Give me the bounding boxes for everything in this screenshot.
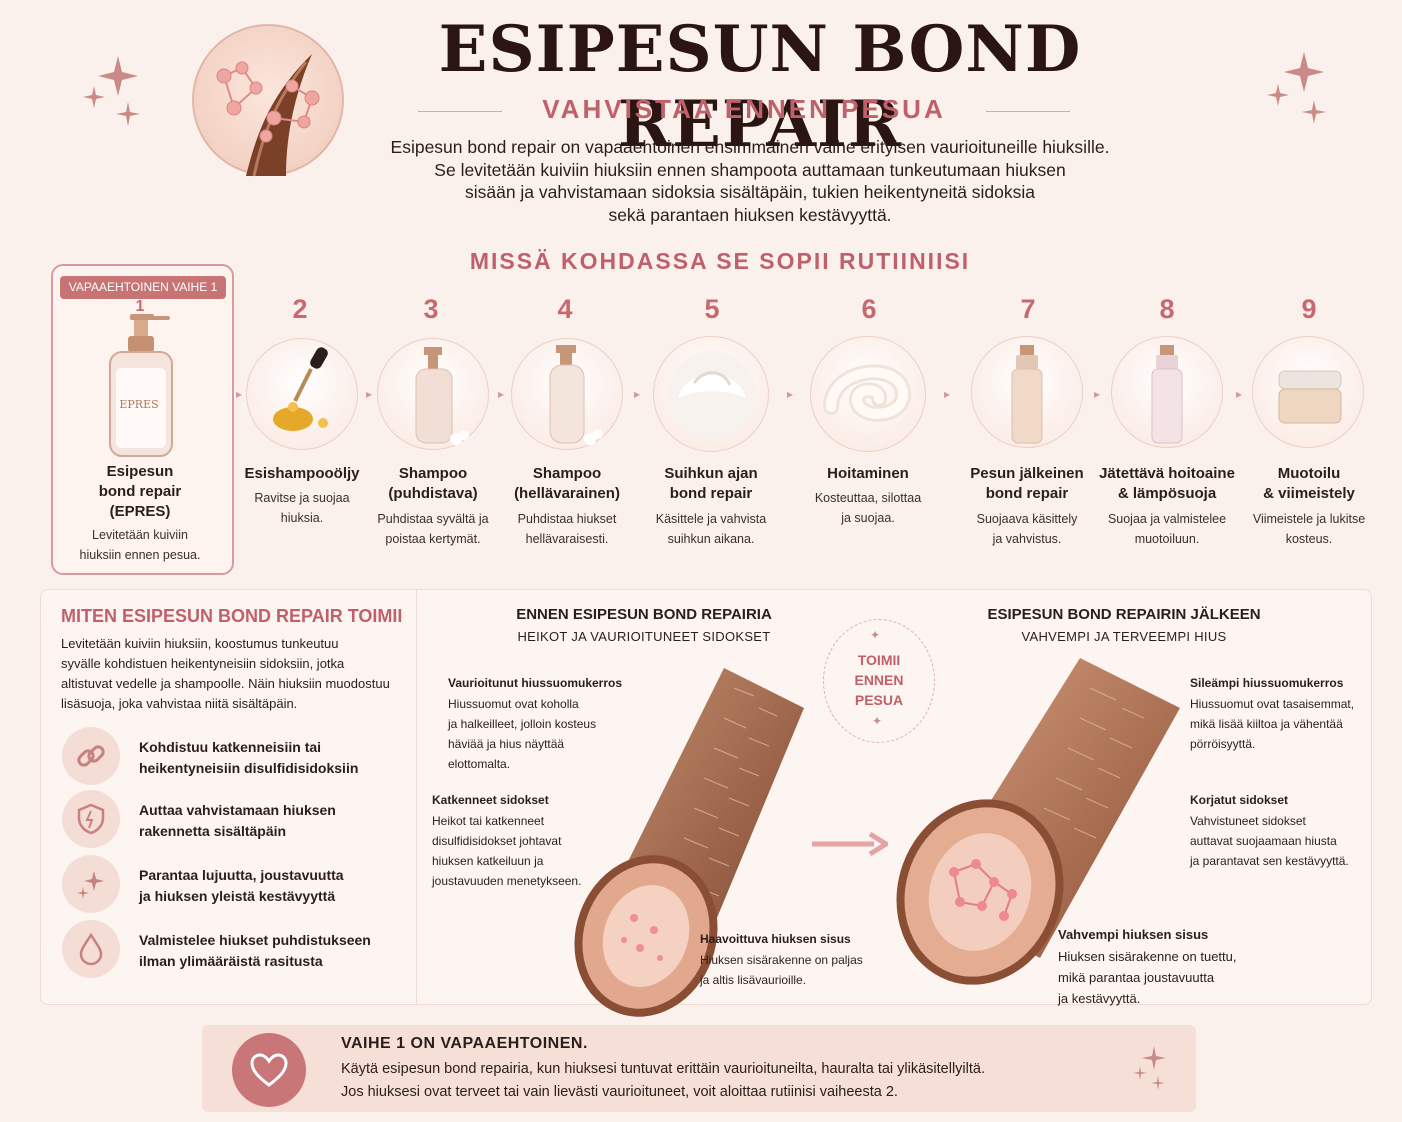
step-name: Muotoilu & viimeistely — [1263, 465, 1355, 502]
broken-bonds-label: Katkenneet sidokset Heikot tai katkennee… — [432, 793, 582, 888]
leave-in-spray-icon — [1111, 336, 1223, 448]
step-name: Shampoo (puhdistava) — [388, 465, 478, 502]
smoother-cuticle-label: Sileämpi hiussuomukerros Hiussuomut ovat… — [1190, 676, 1355, 751]
step-number: 4 — [557, 294, 573, 324]
badge-sparkle-icon: ✦ — [870, 628, 881, 642]
panel-divider — [416, 590, 417, 1004]
stronger-core-label: Vahvempi hiuksen sisus Hiuksen sisäraken… — [1058, 927, 1237, 1006]
step-arrow-icon: ▸ — [1236, 387, 1243, 401]
heart-icon — [232, 1033, 306, 1107]
step-description: Puhdistaa syvältä ja poistaa kertymät. — [377, 512, 489, 546]
page-subtitle: VAHVISTAA ENNEN PESUA — [542, 94, 946, 124]
shield-icon — [62, 790, 120, 848]
step-arrow-icon: ▸ — [498, 387, 505, 401]
sparkle-icon — [62, 855, 120, 913]
how-description: Levitetään kuiviin hiuksiin, koostumus t… — [61, 636, 390, 711]
step-description: Ravitse ja suojaa hiuksia. — [254, 491, 350, 525]
how-title: MITEN ESIPESUN BOND REPAIR TOIMII — [61, 606, 403, 626]
step-name: Esipesun bond repair (EPRES) — [98, 463, 182, 520]
before-title: ENNEN ESIPESUN BOND REPAIRIA — [516, 606, 772, 623]
optional-step-banner — [202, 1025, 1196, 1112]
sparkles-left-icon — [83, 56, 140, 126]
step-description: Suojaava käsittely ja vahvistus. — [976, 512, 1078, 546]
optional-step-badge: VAPAAEHTOINEN VAIHE 1 — [60, 276, 226, 299]
step-number: 1 — [135, 298, 145, 315]
step-description: Käsittele ja vahvista suihkun aikana. — [655, 512, 767, 546]
damaged-hair-illustration — [574, 668, 814, 1023]
shampoo-bottle-icon — [377, 338, 489, 450]
step-arrow-icon: ▸ — [634, 387, 641, 401]
before-subtitle: HEIKOT JA VAURIOITUNEET SIDOKSET — [517, 629, 771, 644]
oil-dropper-icon — [246, 338, 358, 450]
works-before-wash-badge — [823, 619, 935, 743]
step-name: Suihkun ajan bond repair — [664, 465, 758, 502]
damaged-cuticle-label: Vaurioitunut hiussuomukerros Hiussuomut … — [448, 676, 623, 771]
page-title: ESIPESUN BOND REPAIR — [438, 12, 1082, 162]
banner-sparkles-icon — [1133, 1046, 1166, 1090]
step-number: 6 — [861, 294, 877, 324]
step-arrow-icon: ▸ — [1094, 387, 1101, 401]
before-after-arrow-icon — [812, 831, 891, 861]
step-description: Viimeistele ja lukitse kosteus. — [1252, 512, 1366, 546]
banner-title: VAIHE 1 ON VAPAAEHTOINEN. — [341, 1035, 588, 1052]
step-number: 5 — [704, 294, 720, 324]
step-name: Shampoo (hellävarainen) — [514, 465, 620, 502]
epres-bottle-icon — [104, 312, 174, 463]
step-number: 7 — [1020, 294, 1036, 324]
link-icon — [62, 727, 120, 785]
product-label: EPRES — [119, 398, 159, 411]
after-subtitle: VAHVEMPI JA TERVEEMPI HIUS — [1021, 629, 1227, 644]
sparkles-right-icon — [1267, 52, 1326, 124]
step-name: Pesun jälkeinen bond repair — [970, 465, 1084, 502]
step-description: Levitetään kuiviin hiuksiin ennen pesua. — [79, 528, 201, 562]
gentle-shampoo-icon — [511, 338, 623, 450]
banner-text: Käytä esipesun bond repairia, kun hiukse… — [341, 1061, 985, 1100]
step-arrow-icon: ▸ — [366, 387, 373, 401]
badge-sparkle-icon: ✦ — [872, 714, 883, 728]
step-number: 3 — [423, 294, 439, 324]
step-description: Suojaa ja valmistelee muotoiluun. — [1107, 512, 1227, 546]
step-arrow-icon: ▸ — [236, 387, 243, 401]
hero-hair-molecule-icon — [192, 24, 344, 177]
step-description: Puhdistaa hiukset hellävaraisesti. — [517, 512, 617, 546]
cream-icon — [653, 336, 769, 452]
after-title: ESIPESUN BOND REPAIRIN JÄLKEEN — [987, 606, 1261, 623]
styling-jar-icon — [1252, 336, 1364, 448]
step-name: Jätettävä hoitoaine & lämpösuoja — [1099, 465, 1235, 502]
step-description: Kosteuttaa, silottaa ja suojaa. — [814, 491, 922, 525]
conditioner-swirl-icon — [810, 336, 926, 452]
step-name: Esishampooöljy — [244, 465, 360, 482]
step-number: 9 — [1301, 294, 1317, 324]
step-arrow-icon: ▸ — [787, 387, 794, 401]
vulnerable-core-label: Haavoittuva hiuksen sisus Hiuksen sisära… — [700, 932, 863, 987]
drop-icon — [62, 920, 120, 978]
step-number: 2 — [292, 294, 308, 324]
step-number: 8 — [1159, 294, 1175, 324]
healthy-hair-illustration — [890, 658, 1190, 1003]
subtitle-rule-right — [986, 111, 1070, 112]
routine-title: MISSÄ KOHDASSA SE SOPII RUTIINIISI — [469, 248, 971, 274]
intro-text: Esipesun bond repair on vapaaehtoinen en… — [390, 137, 1110, 225]
step-arrow-icon: ▸ — [944, 387, 951, 401]
spray-bottle-icon — [971, 336, 1083, 448]
step-name: Hoitaminen — [827, 465, 909, 482]
subtitle-rule-left — [418, 111, 502, 112]
